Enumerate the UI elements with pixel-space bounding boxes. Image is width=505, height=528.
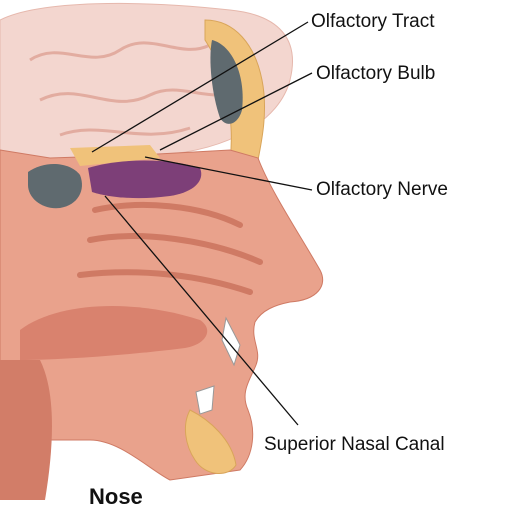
throat	[0, 360, 52, 500]
label-olfactory-tract: Olfactory Tract	[311, 12, 435, 31]
label-superior-nasal-canal: Superior Nasal Canal	[264, 435, 445, 454]
label-olfactory-nerve: Olfactory Nerve	[316, 180, 448, 199]
figure-caption: Nose	[89, 486, 143, 508]
label-olfactory-bulb: Olfactory Bulb	[316, 64, 435, 83]
